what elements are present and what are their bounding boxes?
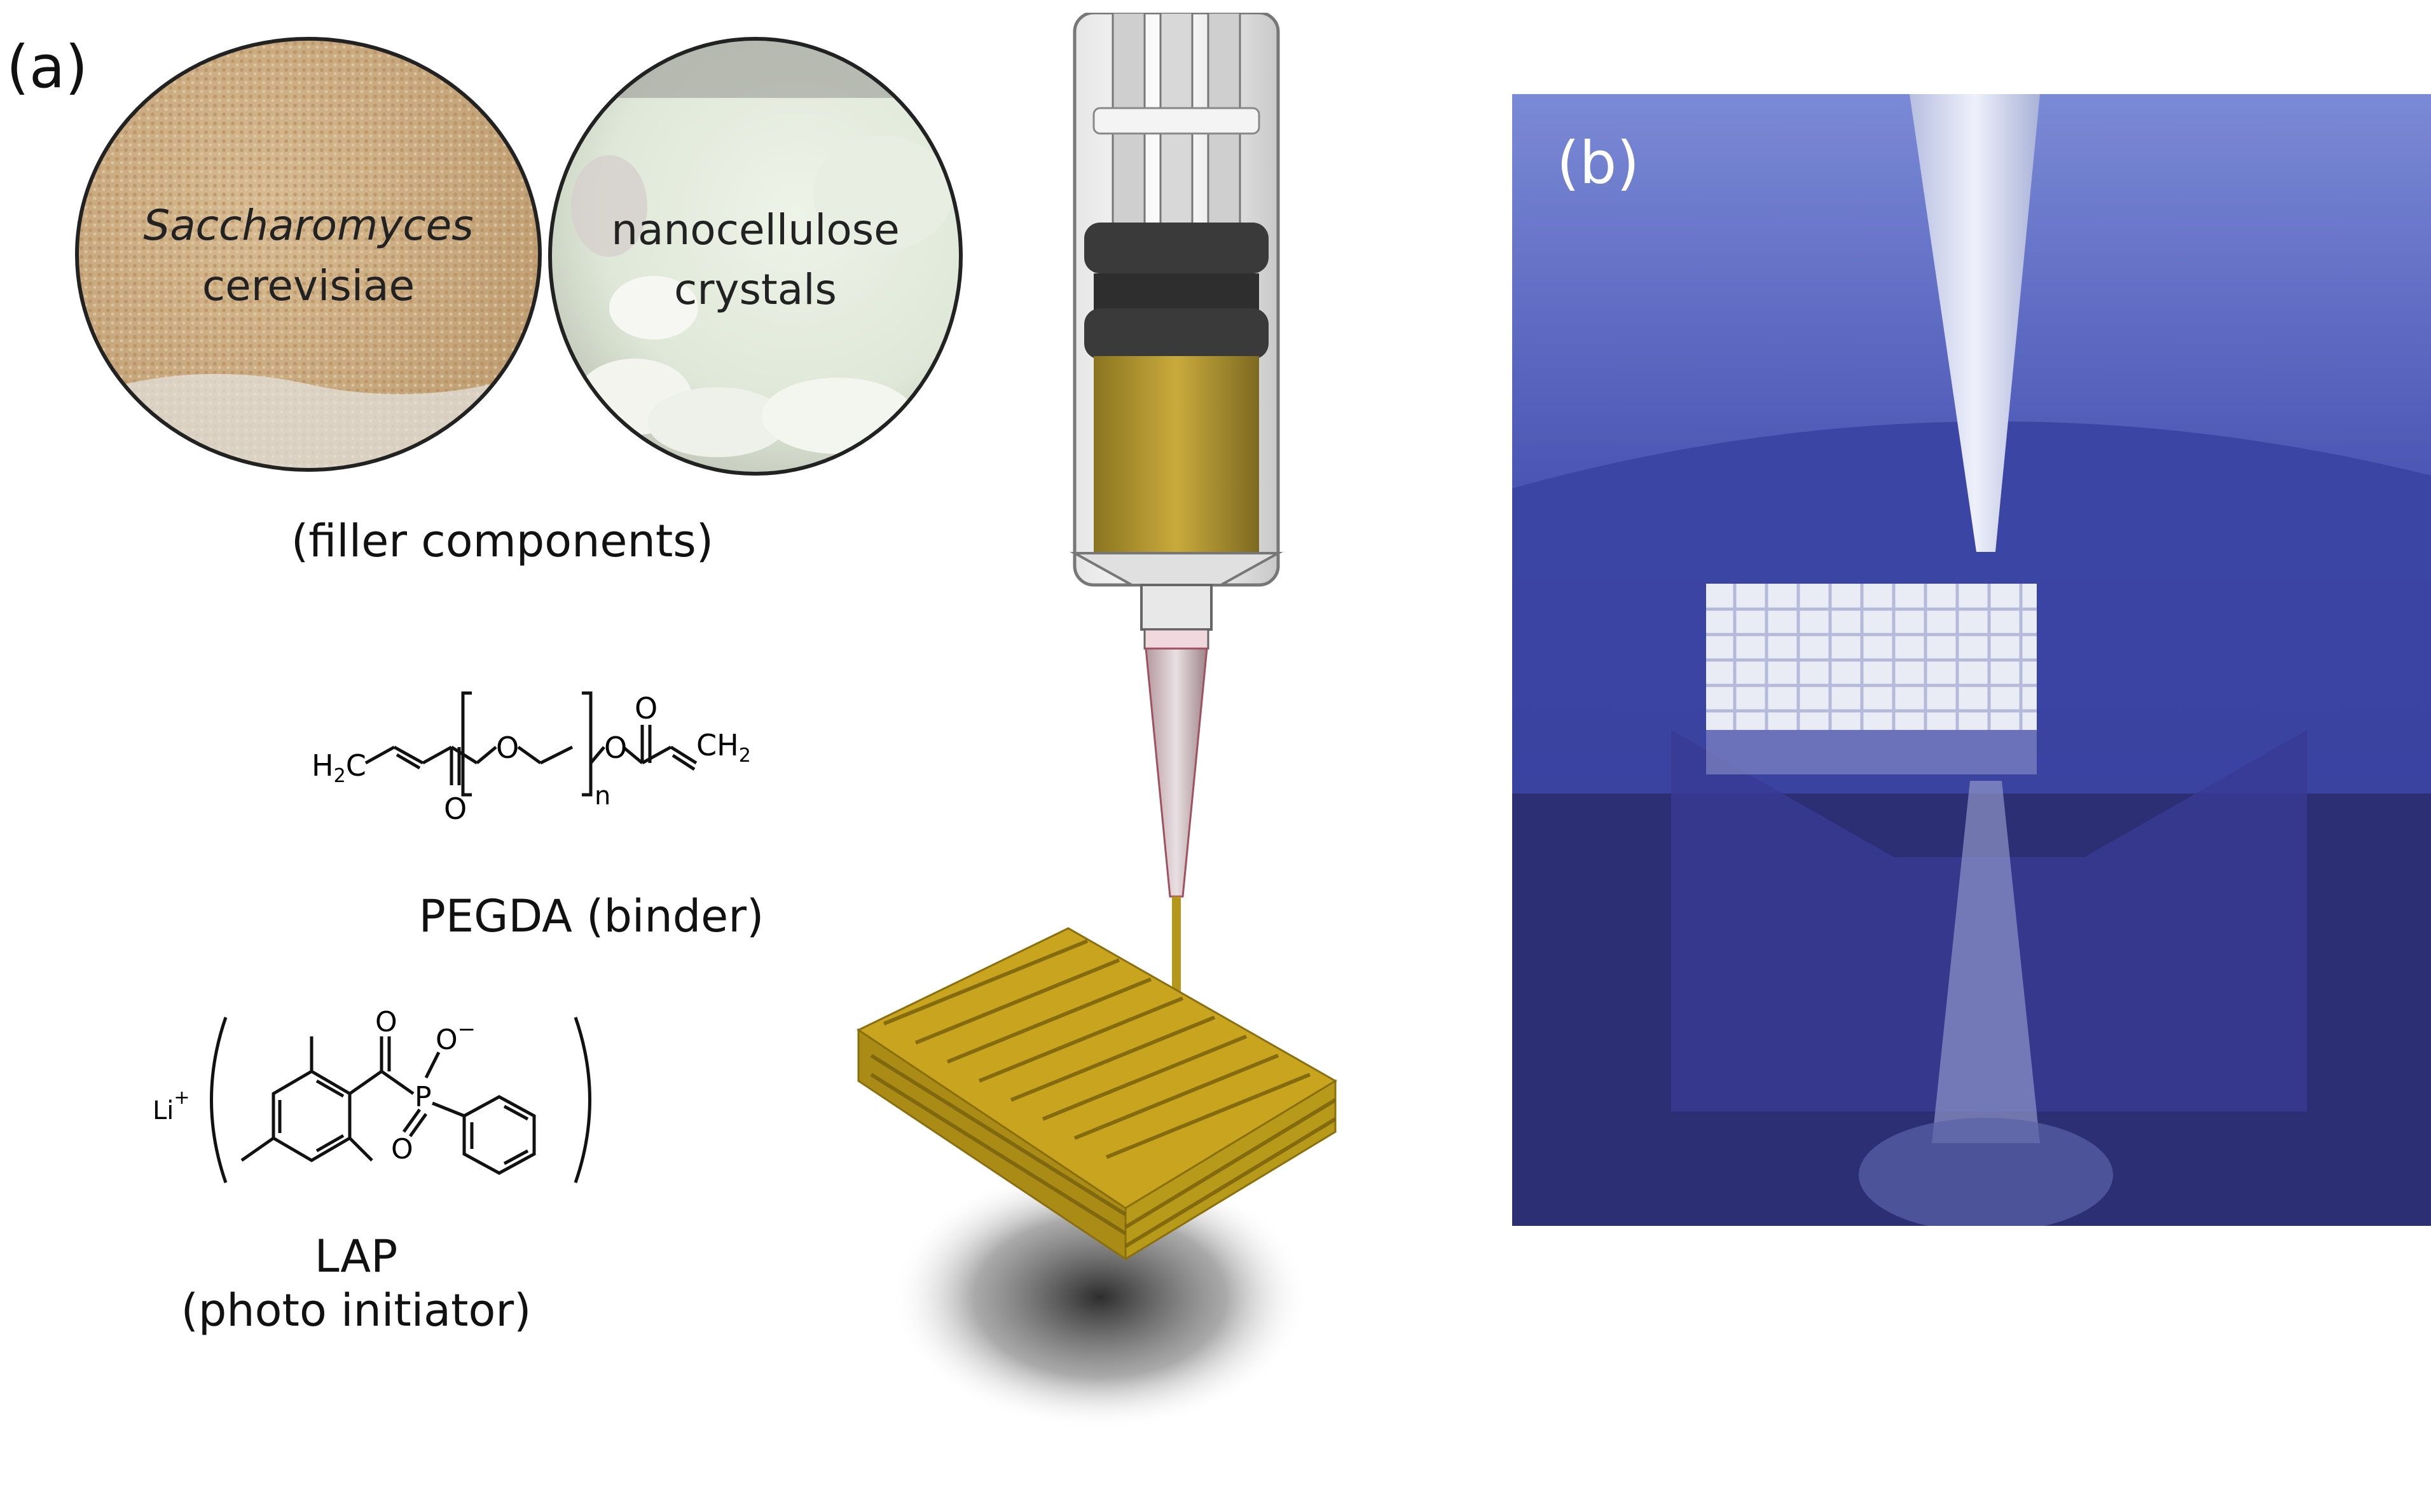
nanocellulose-name-line2: crystals: [674, 265, 837, 314]
pegda-h2c: H2C: [312, 748, 366, 787]
lap-lithium: Li+: [153, 1087, 190, 1125]
panel-a-label: (a): [6, 33, 88, 101]
photo-scene: [1512, 94, 2431, 1226]
ink-cartridge: [1094, 356, 1259, 553]
scaffold-shadow: [890, 1164, 1310, 1431]
pegda-ether-o: O: [496, 731, 519, 765]
pegda-carbonyl-o-left: O: [444, 792, 467, 826]
photo-printed-grid: [1706, 584, 2037, 730]
nanocellulose-texture: [552, 41, 959, 457]
pegda-carbonyl-o-right: O: [635, 691, 658, 725]
pegda-ester-o: O: [604, 731, 627, 765]
yeast-image-circle: Saccharomyces cerevisiae: [75, 37, 542, 472]
pegda-structure: H2C O O n O O CH2: [312, 691, 751, 826]
nozzle-tip: [1145, 647, 1208, 898]
pegda-ch2: CH2: [696, 728, 751, 767]
syringe-plunger: [1084, 223, 1269, 273]
lap-oxide-o: O−: [436, 1017, 476, 1056]
printing-photo: (b): [1512, 94, 2431, 1226]
pegda-repeat-n: n: [595, 781, 610, 811]
filler-caption: (filler components): [291, 515, 714, 567]
nanocellulose-image-circle: nanocellulose crystals: [548, 37, 963, 476]
pegda-caption: PEGDA (binder): [418, 890, 764, 942]
panel-b-label: (b): [1557, 129, 1640, 197]
lap-carbonyl-o: O: [375, 1006, 397, 1038]
nanocellulose-name-line1: nanocellulose: [611, 205, 900, 254]
printing-illustration: [856, 13, 1337, 1431]
lap-caption-line1: LAP: [314, 1230, 398, 1282]
lap-structure: Li+ O O− P O: [153, 1006, 591, 1183]
yeast-name-line2: cerevisiae: [202, 261, 415, 310]
lap-phosphorus: P: [415, 1081, 432, 1113]
lap-phosphoryl-o: O: [391, 1133, 413, 1165]
yeast-grain-texture: [79, 41, 538, 468]
lap-caption-line2: (photo initiator): [181, 1284, 532, 1337]
photo-nozzle: [1910, 94, 2040, 552]
yeast-name-line1: Saccharomyces: [143, 201, 474, 250]
